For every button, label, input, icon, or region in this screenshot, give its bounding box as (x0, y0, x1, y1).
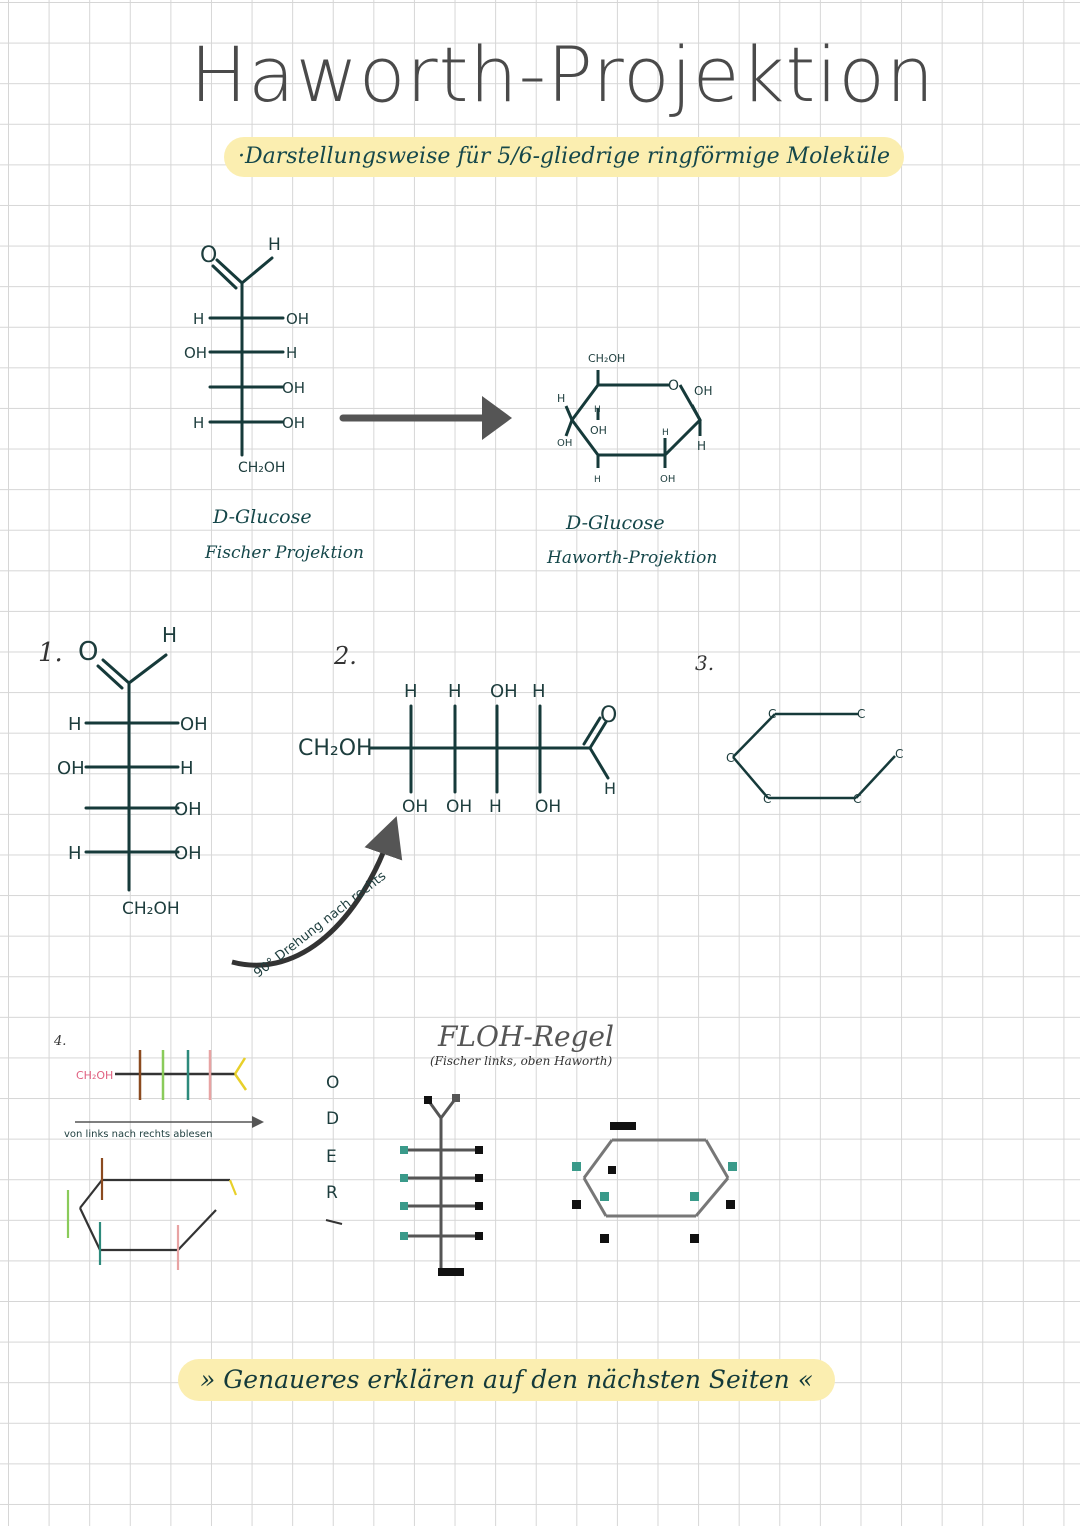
step2-top: OH (490, 681, 518, 702)
arrow-icon (339, 396, 512, 440)
fischer-row3-right: OH (282, 379, 305, 397)
step2-O: O (600, 703, 617, 728)
step2-left: CH₂OH (298, 736, 373, 761)
fischer-row1-right: OH (286, 310, 309, 328)
step4-left: CH₂OH (76, 1069, 113, 1082)
haworth-label: OH (557, 438, 572, 449)
page-subtitle: ·Darstellungsweise für 5/6-gliedrige rin… (224, 137, 905, 177)
haworth-label: OH (660, 474, 675, 485)
bottom-note: » Genaueres erklären auf den nächsten Se… (178, 1359, 836, 1401)
step2-horizontal (368, 704, 610, 794)
fischer-top-O: O (200, 243, 217, 268)
fischer-top-H: H (268, 235, 281, 255)
step-1-number: 1. (38, 638, 63, 668)
step1-fischer (84, 653, 180, 892)
haworth-label: H (594, 405, 601, 415)
haworth-label: OH (590, 424, 607, 437)
step1-label: H (68, 843, 82, 864)
ring-c: C (895, 747, 903, 761)
step1-label: OH (57, 758, 85, 779)
fischer-projection (208, 256, 285, 457)
haworth-label: H (662, 428, 669, 438)
ring-c: C (857, 707, 865, 721)
floh-haworth-markers (572, 1122, 737, 1243)
haworth-label: CH₂OH (588, 352, 625, 365)
step4-ring (66, 1158, 238, 1270)
ring-c: C (726, 751, 734, 765)
floh-title: FLOH-Regel (438, 1020, 614, 1053)
step2-top: H (532, 681, 546, 702)
step2-top: H (404, 681, 418, 702)
fischer-row2-right: H (286, 344, 297, 362)
step2-H: H (604, 779, 616, 798)
haworth-caption: Haworth-Projektion (547, 548, 718, 568)
fischer-row4-left: H (193, 414, 204, 432)
step-3-number: 3. (695, 651, 715, 675)
fischer-bottom: CH₂OH (238, 460, 285, 476)
step-4-number: 4. (54, 1034, 67, 1049)
fischer-row4-right: OH (282, 414, 305, 432)
ring-c: C (768, 707, 776, 721)
step1-label: H (180, 758, 194, 779)
floh-markers (400, 1094, 483, 1276)
step1-label: OH (174, 843, 202, 864)
fischer-row1-left: H (193, 310, 204, 328)
fischer-row2-left: OH (184, 344, 207, 362)
haworth-label: H (697, 439, 706, 453)
read-note: von links nach rechts ablesen (64, 1129, 212, 1140)
oder-letter: O (326, 1073, 339, 1093)
ring-c: C (763, 792, 771, 806)
step2-bottom: OH (446, 797, 472, 817)
oder-letter: E (326, 1147, 337, 1167)
haworth-name: D-Glucose (566, 512, 665, 534)
step2-bottom: OH (402, 797, 428, 817)
ring-c: C (853, 792, 861, 806)
step3-ring (732, 712, 896, 800)
step-2-number: 2. (334, 642, 357, 670)
step1-label: OH (180, 714, 208, 735)
page-title: Haworth-Projektion (190, 30, 936, 119)
floh-haworth (582, 1138, 730, 1218)
step2-top: H (448, 681, 462, 702)
haworth-ring (564, 370, 702, 468)
haworth-label: H (557, 392, 565, 405)
floh-subtitle: (Fischer links, oben Haworth) (430, 1054, 613, 1068)
fischer-caption: Fischer Projektion (205, 543, 364, 563)
step1-bottom: CH₂OH (122, 899, 180, 919)
step1-label: H (68, 714, 82, 735)
rotation-arrow (231, 816, 403, 968)
haworth-label: H (594, 475, 601, 485)
step1-label: OH (174, 799, 202, 820)
step1-O: O (78, 637, 98, 667)
haworth-label: O (668, 378, 679, 394)
step2-bottom: H (489, 797, 502, 817)
floh-fischer (406, 1097, 478, 1270)
step1-H: H (162, 623, 177, 647)
oder-letter: R (326, 1183, 338, 1203)
fischer-name: D-Glucose (213, 506, 312, 528)
rotation-label: 90° Drehung nach rechts (251, 869, 389, 982)
oder-letter: D (326, 1109, 339, 1129)
step2-bottom: OH (535, 797, 561, 817)
haworth-label: OH (694, 384, 712, 398)
step4-horizontal (75, 1050, 264, 1128)
